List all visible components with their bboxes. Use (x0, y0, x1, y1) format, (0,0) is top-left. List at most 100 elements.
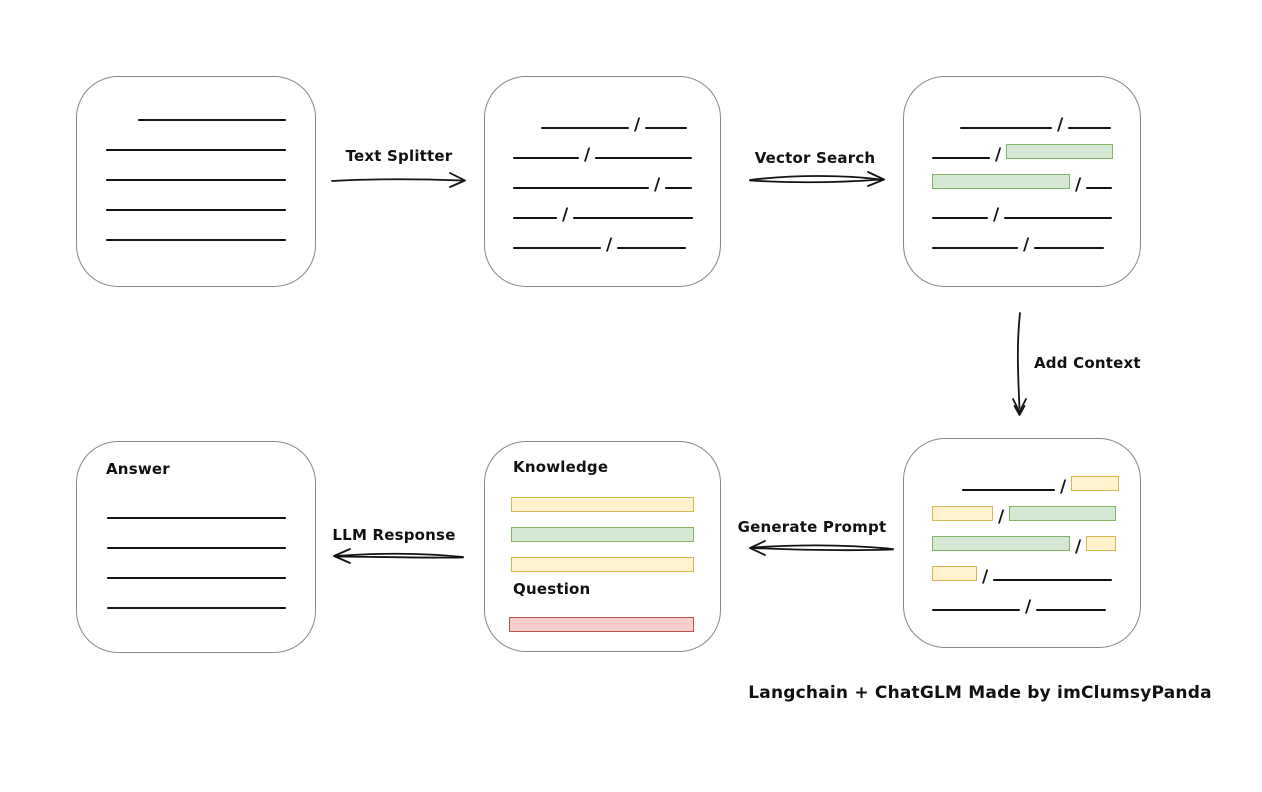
slash-separator: / (993, 205, 1000, 225)
text-line (932, 247, 1018, 249)
text-line (617, 247, 687, 249)
slash-separator: / (584, 145, 591, 165)
chunk-row (107, 519, 286, 549)
chunk-row: / (513, 219, 693, 255)
text-line (106, 149, 286, 151)
text-line (106, 209, 286, 211)
chunk-row (107, 549, 286, 579)
red-chunk (509, 617, 694, 632)
text-line (138, 119, 286, 121)
llm-response-label: LLM Response (332, 526, 456, 544)
vector-search-label: Vector Search (754, 149, 876, 167)
green-chunk (511, 527, 694, 542)
chunk-row: / (932, 581, 1119, 617)
green-chunk (932, 536, 1070, 551)
chunk-row: / (513, 159, 693, 195)
text-splitter-label: Text Splitter (345, 147, 453, 165)
chunk-row (107, 489, 286, 519)
text-line (513, 187, 649, 189)
context-chunks-box: / / / / / (903, 438, 1141, 648)
text-line (1036, 609, 1107, 611)
knowledge-bars (511, 482, 694, 572)
text-line (573, 217, 694, 219)
arrow-line (749, 175, 882, 181)
slash-separator: / (995, 145, 1002, 165)
slash-separator: / (1023, 235, 1030, 255)
chunk-row (511, 482, 694, 512)
generate-prompt-label: Generate Prompt (737, 518, 887, 536)
chunk-row (106, 211, 286, 241)
text-line (513, 217, 557, 219)
chunk-row (511, 542, 694, 572)
text-splitter-arrow (331, 172, 466, 188)
arrow-line (751, 544, 894, 550)
text-line (932, 217, 988, 219)
chunk-row: / (932, 159, 1113, 194)
green-chunk (1009, 506, 1117, 521)
chunk-row: / (932, 129, 1114, 165)
split-chunks-box: / / / / / (484, 76, 721, 287)
slash-separator: / (1025, 597, 1032, 617)
arrow-line (331, 178, 463, 182)
arrow-head (867, 171, 885, 187)
chunk-row (138, 91, 286, 121)
question-bar (509, 602, 694, 632)
text-line (513, 247, 601, 249)
text-line (106, 179, 286, 181)
yellow-chunk (932, 506, 993, 521)
chunk-row (106, 151, 286, 181)
arrow-line-double (335, 555, 464, 559)
vector-search-arrow (749, 171, 885, 187)
yellow-chunk (1086, 536, 1117, 551)
chunk-row (106, 181, 286, 211)
text-line (1086, 187, 1113, 189)
text-line (962, 489, 1055, 491)
yellow-chunk (511, 497, 694, 512)
footer-credit: Langchain + ChatGLM Made by imClumsyPand… (748, 683, 1212, 703)
slash-separator: / (654, 175, 661, 195)
arrow-line-double (751, 547, 894, 552)
slash-separator: / (1060, 477, 1067, 497)
slash-separator: / (606, 235, 613, 255)
answer-box: Answer (76, 441, 316, 653)
chunk-row: / (513, 189, 694, 225)
text-line (107, 547, 286, 549)
knowledge-label: Knowledge (513, 458, 609, 476)
chunk-row: / (932, 189, 1113, 225)
slash-separator: / (634, 115, 641, 135)
slash-separator: / (562, 205, 569, 225)
answer-lines (107, 489, 286, 609)
add-context-label: Add Context (1034, 354, 1141, 372)
text-line (932, 157, 990, 159)
slash-separator: / (1075, 537, 1082, 557)
text-line (665, 187, 693, 189)
arrow-line (1016, 312, 1021, 409)
generate-prompt-arrow (749, 540, 894, 556)
document-box (76, 76, 316, 287)
chunk-row: / (932, 551, 1119, 587)
context-chunks-rows: / / / / / (932, 461, 1120, 617)
text-line (645, 127, 688, 129)
question-label: Question (513, 580, 591, 598)
text-line (932, 609, 1020, 611)
yellow-chunk (511, 557, 694, 572)
answer-label: Answer (106, 460, 170, 478)
yellow-chunk (932, 566, 977, 581)
text-line (107, 577, 286, 579)
arrow-head-inner (1013, 405, 1026, 416)
text-line (960, 127, 1052, 129)
text-line (595, 157, 693, 159)
retrieved-chunks-rows: ///// (932, 99, 1114, 255)
slash-separator: / (998, 507, 1005, 527)
add-context-arrow (1012, 312, 1027, 416)
chunk-row: / (932, 521, 1119, 557)
llm-response-arrow (333, 548, 464, 564)
chunk-row: / (541, 99, 693, 135)
slash-separator: / (982, 567, 989, 587)
retrieved-chunks-box: ///// (903, 76, 1141, 287)
document-lines (106, 91, 286, 241)
text-line (1068, 127, 1112, 129)
text-line (1034, 247, 1105, 249)
chunk-row (107, 579, 286, 609)
